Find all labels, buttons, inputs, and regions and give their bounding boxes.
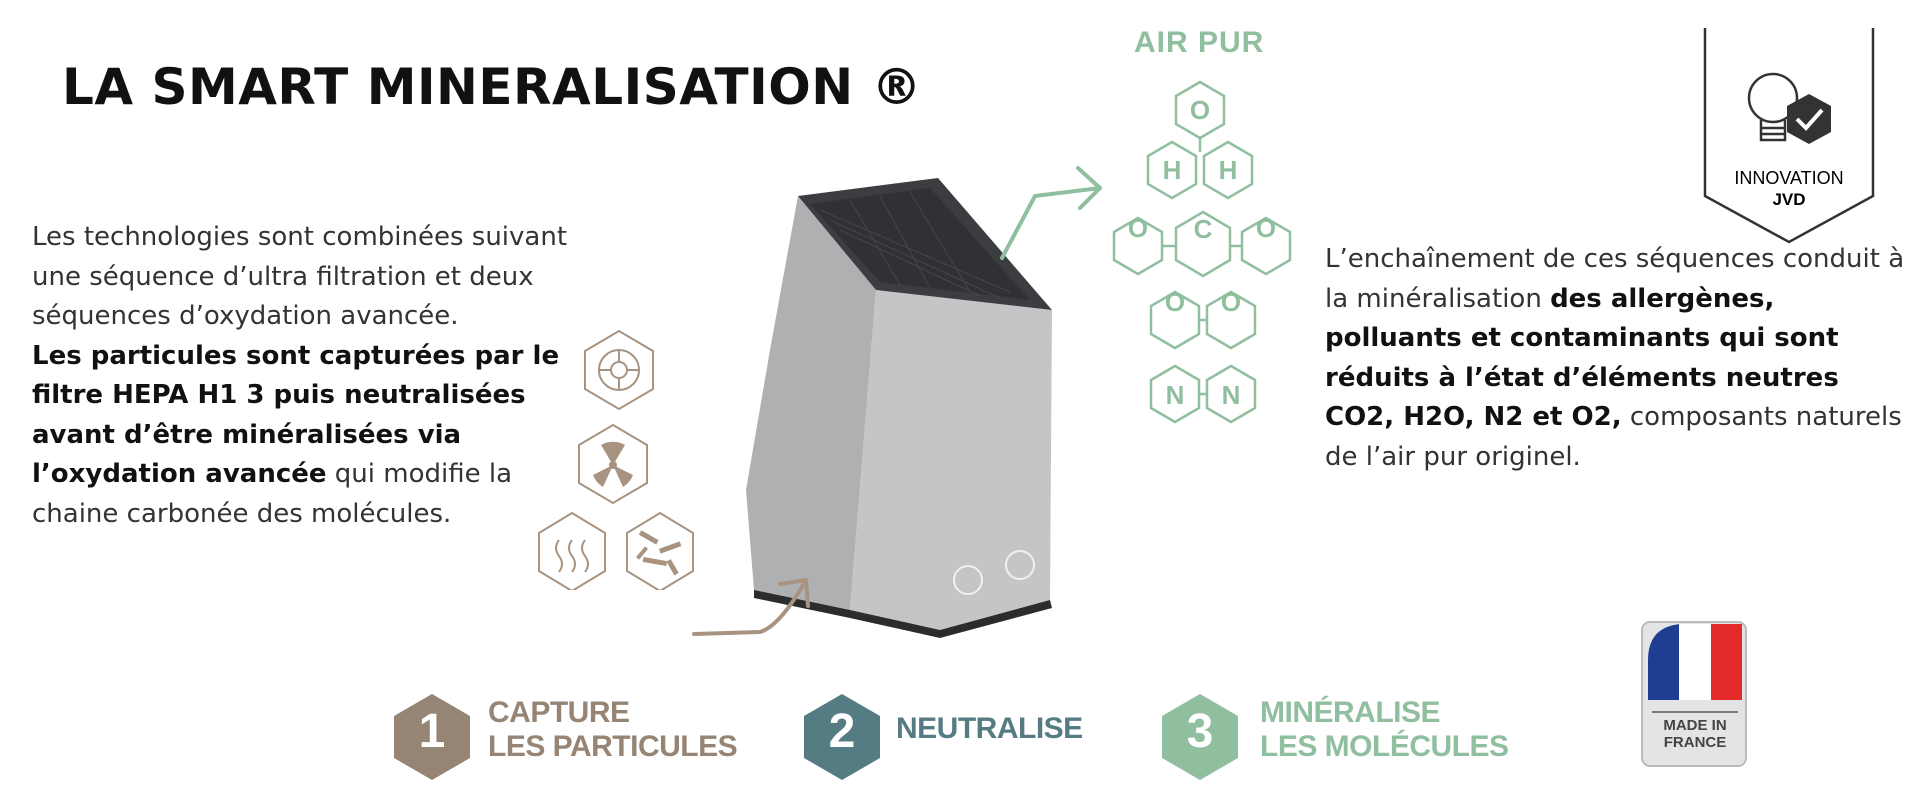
device-button-2: [1005, 550, 1035, 580]
made-in-line2: FRANCE: [1664, 734, 1727, 751]
air-pur-label: AIR PUR: [1134, 26, 1265, 59]
step-2-line1: NEUTRALISE: [896, 712, 1083, 745]
device-button-1: [953, 565, 983, 595]
step-3-label: MINÉRALISE LES MOLÉCULES: [1260, 696, 1509, 764]
innovation-badge: INNOVATION JVD: [1703, 28, 1875, 244]
made-in-france-badge: MADE IN FRANCE: [1641, 621, 1747, 767]
hexagon-n-right: [1205, 364, 1257, 424]
result-text-normal: L’enchaînement de ces séquences conduit …: [1325, 244, 1905, 314]
step-1-line1: CAPTURE: [488, 696, 630, 729]
hexagon-o2-left: [1149, 290, 1201, 350]
atom-o-top: O: [1190, 95, 1210, 125]
badge-line1: INNOVATION: [1734, 168, 1843, 188]
hexagon-o-left: [1112, 216, 1164, 276]
device-right-face: [850, 290, 1052, 630]
hexagon-n-left: [1149, 364, 1201, 424]
lightbulb-icon: [1747, 72, 1799, 142]
page-title: LA SMART MINERALISATION ®: [62, 58, 923, 116]
step-2-hexagon-icon: [804, 694, 880, 780]
result-paragraph: L’enchaînement de ces séquences conduit …: [1325, 240, 1915, 477]
intro-text-bold: Les particules sont capturées par le fil…: [32, 340, 560, 490]
step-1-label: CAPTURE LES PARTICULES: [488, 696, 738, 764]
intro-paragraph: Les technologies sont combinées suivant …: [32, 218, 592, 534]
atom-n-left: N: [1166, 380, 1185, 410]
hexagon-h-right: [1202, 140, 1254, 200]
atom-h-right: H: [1219, 155, 1238, 185]
step-2-number: 2: [828, 705, 856, 758]
step-3-hexagon-icon: [1162, 694, 1238, 780]
atom-h-left: H: [1163, 155, 1182, 185]
radiation-icon: [578, 423, 648, 505]
hexagon-c-center: [1174, 210, 1232, 278]
hexagon-o2-right: [1205, 290, 1257, 350]
bacteria-icon: [626, 511, 694, 590]
virus-icon: [584, 329, 654, 411]
hexagon-o-right: [1240, 216, 1292, 276]
result-text-bold: des allergènes, polluants et contaminant…: [1325, 283, 1839, 433]
clean-air-arrow: [1000, 166, 1102, 260]
atom-o-left: O: [1128, 213, 1148, 243]
step-1-line2: LES PARTICULES: [488, 730, 738, 763]
result-text-end: composants naturels de l’air pur origine…: [1325, 402, 1902, 472]
atom-o2-right: O: [1221, 287, 1241, 317]
step-1-hexagon-icon: [394, 694, 470, 780]
step-2-label: NEUTRALISE: [896, 712, 1083, 746]
odor-icon: [538, 511, 606, 590]
step-3-line2: LES MOLÉCULES: [1260, 730, 1509, 763]
step-3-line1: MINÉRALISE: [1260, 696, 1441, 729]
intro-text-normal: Les technologies sont combinées suivant …: [32, 222, 568, 331]
atom-o-right: O: [1256, 213, 1276, 243]
device-left-face: [746, 196, 876, 610]
atom-n-right: N: [1222, 380, 1241, 410]
atom-c-center: C: [1194, 214, 1213, 244]
made-in-line1: MADE IN: [1663, 717, 1726, 734]
molecules-diagram: O H H O C O O O N N: [1112, 80, 1292, 424]
device-bottom: [754, 590, 1052, 638]
step-1-number: 1: [418, 705, 446, 758]
purifier-device: [692, 166, 1102, 638]
badge-line2: JVD: [1772, 190, 1805, 209]
check-hexagon-icon: [1787, 94, 1831, 144]
intro-text-end: qui modifie la chaine carbonée des moléc…: [32, 459, 513, 529]
hexagon-h-left: [1146, 140, 1198, 200]
atom-o2-left: O: [1165, 287, 1185, 317]
french-flag-icon: [1648, 624, 1742, 700]
step-3-number: 3: [1186, 705, 1214, 758]
polluted-air-arrow: [692, 578, 810, 636]
pollutant-icons: [538, 329, 694, 590]
